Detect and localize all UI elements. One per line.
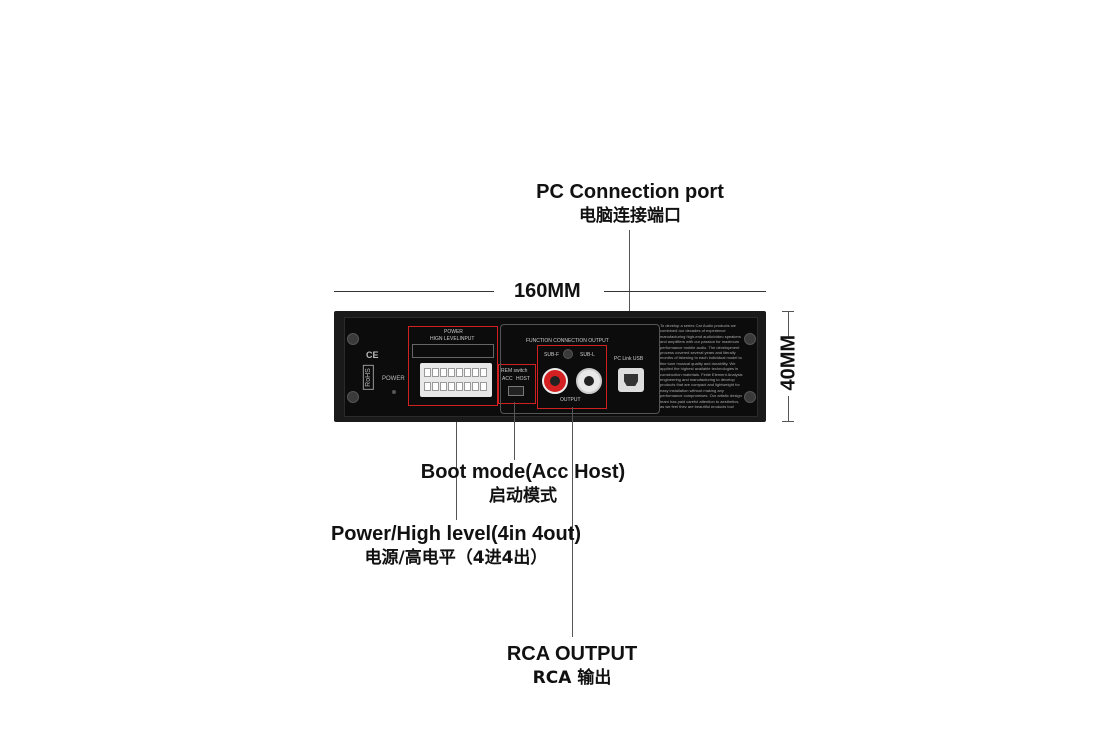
rca-jack-sub-l-center bbox=[584, 376, 594, 386]
width-dim-line-right bbox=[604, 291, 766, 292]
connector-pin bbox=[448, 368, 455, 377]
power-high-label-en: Power/High level(4in 4out) bbox=[306, 522, 606, 546]
connector-pin bbox=[432, 382, 439, 391]
width-dim-text: 160MM bbox=[514, 280, 581, 303]
usb-port-slot bbox=[624, 374, 638, 386]
power-label: POWER bbox=[382, 376, 405, 382]
connector-pin bbox=[448, 382, 455, 391]
output-label: OUTPUT bbox=[560, 397, 581, 403]
rca-output-label-cn: RCA 输出 bbox=[482, 666, 662, 690]
rohs-mark: RoHS bbox=[363, 365, 374, 390]
screw-bottom-right bbox=[744, 391, 756, 403]
boot-mode-label-cn: 启动模式 bbox=[400, 484, 646, 508]
pc-port-leader bbox=[629, 230, 630, 318]
rca-output-label-en: RCA OUTPUT bbox=[482, 642, 662, 666]
description-text: To develop a series Car Audio products w… bbox=[660, 323, 744, 408]
connector-pin bbox=[464, 368, 471, 377]
connector-pin bbox=[472, 382, 479, 391]
power-high-label: Power/High level(4in 4out) 电源/高电平（4进4出） bbox=[306, 522, 606, 570]
rca-jack-sub-f-center bbox=[550, 376, 560, 386]
power-connector bbox=[420, 363, 492, 397]
connector-pin bbox=[472, 368, 479, 377]
power-led bbox=[392, 390, 396, 394]
rca-jack-sub-l[interactable] bbox=[576, 368, 602, 394]
function-output-title: FUNCTION CONNECTION OUTPUT bbox=[526, 338, 609, 344]
height-dim-line-bottom bbox=[788, 396, 789, 422]
connector-pin bbox=[456, 368, 463, 377]
connector-pin bbox=[424, 368, 431, 377]
height-dim-text: 40MM bbox=[778, 337, 801, 391]
high-level-input-label: HIGN LEVELINPUT bbox=[430, 336, 474, 342]
pc-link-usb-label: PC Link USB bbox=[614, 356, 643, 362]
pc-port-label: PC Connection port 电脑连接端口 bbox=[520, 180, 740, 228]
pinout-table bbox=[412, 344, 494, 358]
rca-jack-sub-f[interactable] bbox=[542, 368, 568, 394]
boot-mode-leader bbox=[514, 402, 515, 460]
height-dim-line-top bbox=[788, 311, 789, 337]
screw-top-left bbox=[347, 333, 359, 345]
sub-f-label: SUB-F bbox=[544, 352, 559, 358]
boot-mode-label: Boot mode(Acc Host) 启动模式 bbox=[400, 460, 646, 508]
connector-pin bbox=[480, 382, 487, 391]
connector-pin bbox=[456, 382, 463, 391]
connector-pin bbox=[480, 368, 487, 377]
power-high-label-cn: 电源/高电平（4进4出） bbox=[306, 546, 606, 570]
screw-top-right bbox=[744, 333, 756, 345]
height-dim-tick-top bbox=[782, 311, 794, 312]
pc-port-label-en: PC Connection port bbox=[520, 180, 740, 204]
connector-pin bbox=[432, 368, 439, 377]
usb-port[interactable] bbox=[618, 368, 644, 392]
connector-pin bbox=[440, 368, 447, 377]
connector-pin bbox=[464, 382, 471, 391]
width-dim-line-left bbox=[334, 291, 494, 292]
connector-pin bbox=[440, 382, 447, 391]
sub-l-label: SUB-L bbox=[580, 352, 595, 358]
rca-output-label: RCA OUTPUT RCA 输出 bbox=[482, 642, 662, 690]
screw-bottom-left bbox=[347, 391, 359, 403]
power-box-title: POWER bbox=[444, 329, 463, 335]
pc-port-label-cn: 电脑连接端口 bbox=[520, 204, 740, 228]
boot-mode-label-en: Boot mode(Acc Host) bbox=[400, 460, 646, 484]
connector-pin bbox=[424, 382, 431, 391]
height-dim-tick-bottom bbox=[782, 421, 794, 422]
ce-mark: CE bbox=[366, 350, 379, 360]
